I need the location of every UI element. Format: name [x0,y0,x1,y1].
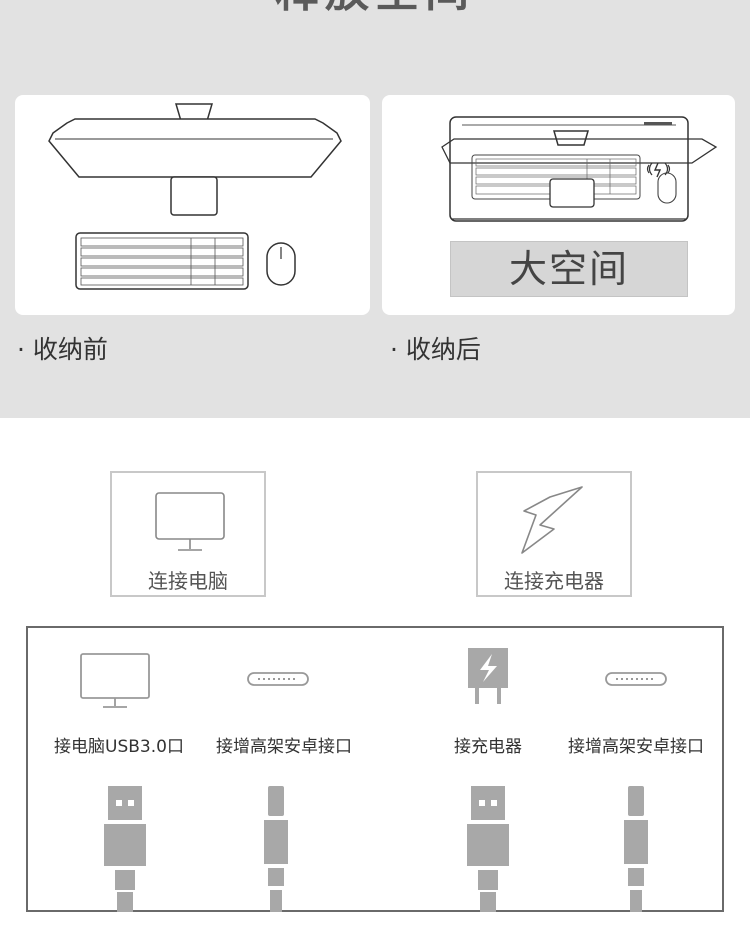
function-label-charger: 连接充电器 [504,569,604,593]
monitor-icon [80,653,150,708]
desk-before-illustration [48,103,342,290]
riser-top-shape [441,138,718,164]
charger-icon [468,648,508,704]
headline: 释放空间 [0,0,750,14]
port-label-android-2: 接增高架安卓接口 [568,737,704,757]
function-box-computer: 连接电脑 [110,471,266,597]
keyboard-keys [80,237,244,286]
card-before [15,95,370,315]
wireless-charge-icon [646,162,671,178]
usb-c-plug-icon [264,786,288,912]
function-label-computer: 连接电脑 [148,569,228,593]
monitor-icon [155,492,225,551]
desk-after-illustration [441,116,718,222]
card-after: 大空间 [382,95,735,315]
usb-c-port-icon [247,672,309,686]
usb-c-plug-icon [624,786,648,912]
space-label: 大空间 [450,241,688,297]
function-box-charger: 连接充电器 [476,471,632,597]
port-label-computer: 接电脑USB3.0口 [54,737,184,757]
port-label-android-1: 接增高架安卓接口 [216,737,352,757]
lightning-icon [521,486,583,554]
riser-leg-shape [170,176,218,216]
usb-c-port-icon [605,672,667,686]
port-label-charger: 接充电器 [454,737,522,757]
mouse-shape [266,242,296,286]
usb-a-plug-icon [104,786,146,912]
top-section: 释放空间 · 收纳前 [0,0,750,418]
riser-top-shape [48,118,342,178]
tray-shape [449,116,689,222]
caption-before: · 收纳前 [17,335,108,364]
keyboard-shape [75,232,249,290]
caption-after: · 收纳后 [390,335,481,364]
usb-a-plug-icon [467,786,509,912]
ports-panel: 接电脑USB3.0口 接增高架安卓接口 接充电器 接增高架安卓接口 [26,626,724,912]
